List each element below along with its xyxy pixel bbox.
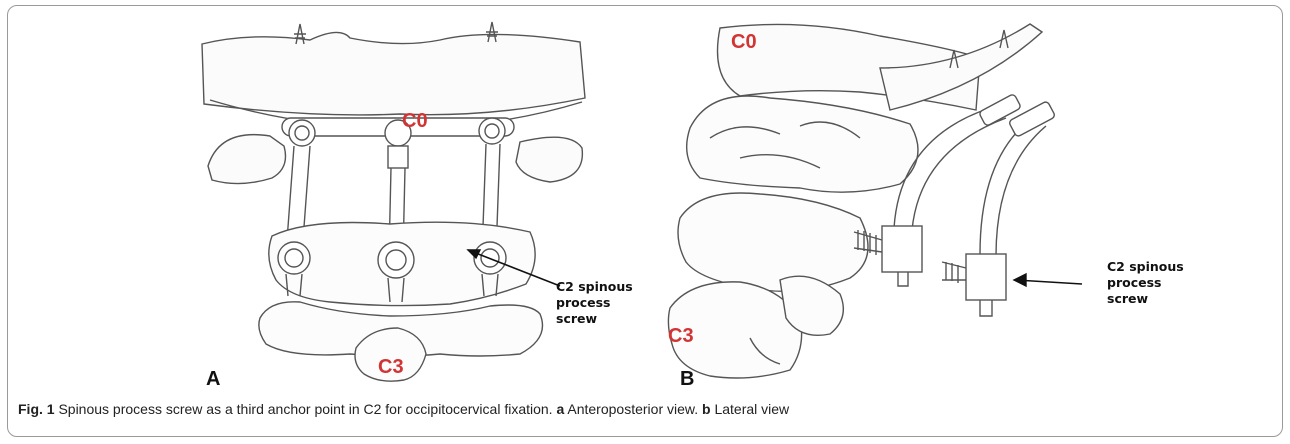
lateral-drawing — [650, 18, 1120, 388]
annotation-b-line1: C2 spinous — [1107, 259, 1184, 275]
panel-letter-b: B — [680, 368, 694, 391]
figure-caption: Fig. 1 Spinous process screw as a third … — [18, 401, 789, 417]
figure-panel-a — [190, 18, 610, 388]
anteroposterior-drawing — [190, 18, 610, 388]
figure-panel-b — [650, 18, 1120, 388]
caption-a-text: Anteroposterior view. — [564, 401, 702, 417]
caption-text: Spinous process screw as a third anchor … — [55, 401, 557, 417]
panel-letter-a: A — [206, 368, 220, 391]
label-c0-a: C0 — [402, 110, 428, 133]
annotation-a: C2 spinous process screw — [556, 279, 633, 327]
label-c3-b: C3 — [668, 325, 694, 348]
annotation-a-line1: C2 spinous — [556, 279, 633, 295]
caption-b-label: b — [702, 401, 711, 417]
annotation-a-line3: screw — [556, 311, 633, 327]
annotation-b-line2: process — [1107, 275, 1184, 291]
annotation-a-line2: process — [556, 295, 633, 311]
caption-fig-label: Fig. 1 — [18, 401, 55, 417]
annotation-b-line3: screw — [1107, 291, 1184, 307]
caption-b-text: Lateral view — [711, 401, 790, 417]
annotation-b: C2 spinous process screw — [1107, 259, 1184, 307]
label-c0-b: C0 — [731, 31, 757, 54]
label-c3-a: C3 — [378, 356, 404, 379]
